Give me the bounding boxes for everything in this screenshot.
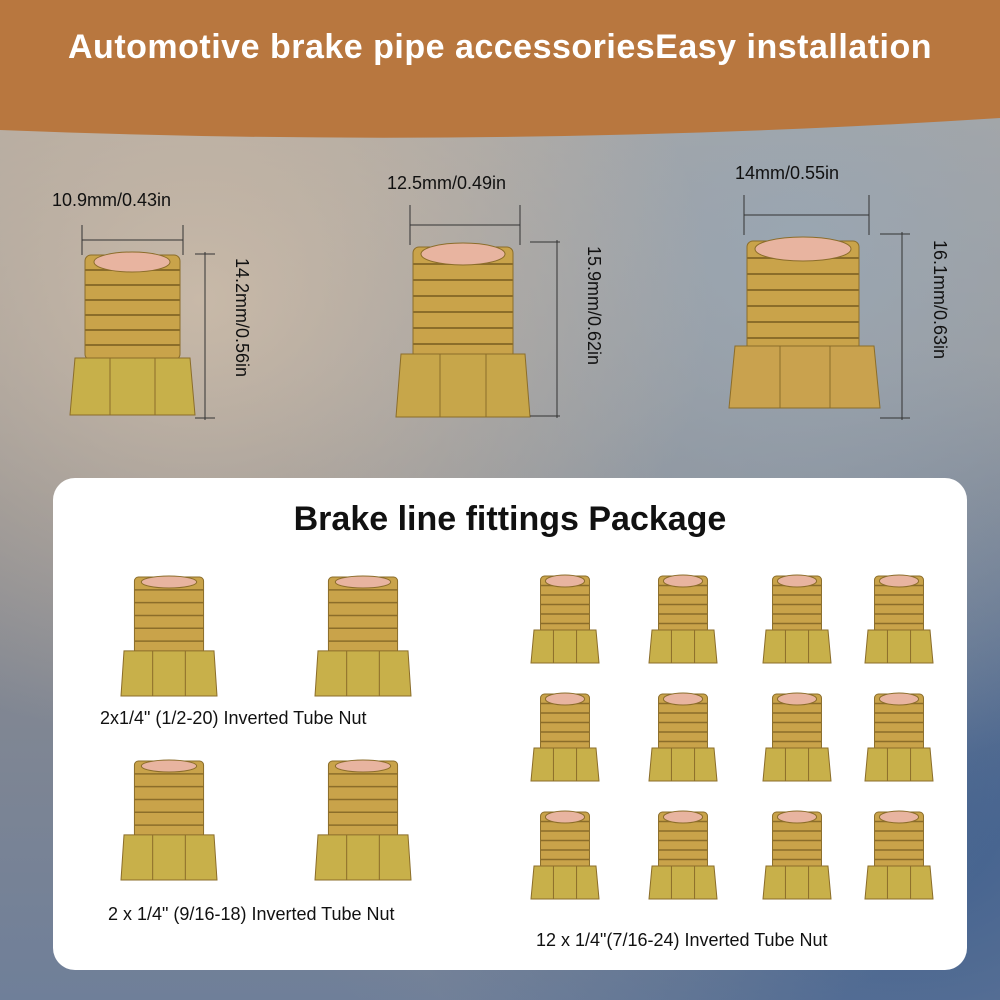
mini-nut-10 <box>648 810 718 900</box>
large-nut-2 <box>314 575 412 697</box>
header-banner <box>0 0 1000 138</box>
fitting-2-height-label: 15.9mm/0.62in <box>584 246 604 366</box>
fitting-small <box>69 251 196 416</box>
fitting-3-height-label: 16.1mm/0.63in <box>930 240 950 360</box>
width-arrow-2 <box>409 205 521 245</box>
mini-nut-2 <box>648 574 718 664</box>
group-2-caption: 2 x 1/4" (9/16-18) Inverted Tube Nut <box>108 904 395 924</box>
height-arrow-2 <box>530 240 560 418</box>
mini-nut-8 <box>864 692 934 782</box>
fitting-3-width-label: 14mm/0.55in <box>735 163 840 183</box>
fitting-medium <box>395 242 531 418</box>
mini-nut-1 <box>530 574 600 664</box>
group-1-caption: 2x1/4" (1/2-20) Inverted Tube Nut <box>100 708 367 728</box>
package-title: Brake line fittings Package <box>293 500 727 538</box>
mini-nut-11 <box>762 810 832 900</box>
width-arrow-1 <box>81 225 184 255</box>
fitting-large <box>728 236 881 409</box>
height-arrow-1 <box>195 252 215 420</box>
fitting-1-width-label: 10.9mm/0.43in <box>52 190 172 210</box>
mini-nut-3 <box>762 574 832 664</box>
height-arrow-3 <box>880 232 910 420</box>
large-nut-1 <box>120 575 218 697</box>
fitting-2-width-label: 12.5mm/0.49in <box>387 173 507 193</box>
mini-nut-4 <box>864 574 934 664</box>
mini-nut-5 <box>530 692 600 782</box>
mini-nut-7 <box>762 692 832 782</box>
mini-nut-12 <box>864 810 934 900</box>
package-card: Brake line fittings Package 2x1/4" (1/2-… <box>53 478 967 970</box>
width-arrow-3 <box>743 195 870 235</box>
fitting-1-height-label: 14.2mm/0.56in <box>232 258 252 378</box>
mini-nut-9 <box>530 810 600 900</box>
banner-title: Automotive brake pipe accessoriesEasy in… <box>68 28 932 66</box>
group-3-caption: 12 x 1/4"(7/16-24) Inverted Tube Nut <box>536 930 828 950</box>
large-nut-3 <box>120 759 218 881</box>
large-nut-4 <box>314 759 412 881</box>
mini-nut-6 <box>648 692 718 782</box>
